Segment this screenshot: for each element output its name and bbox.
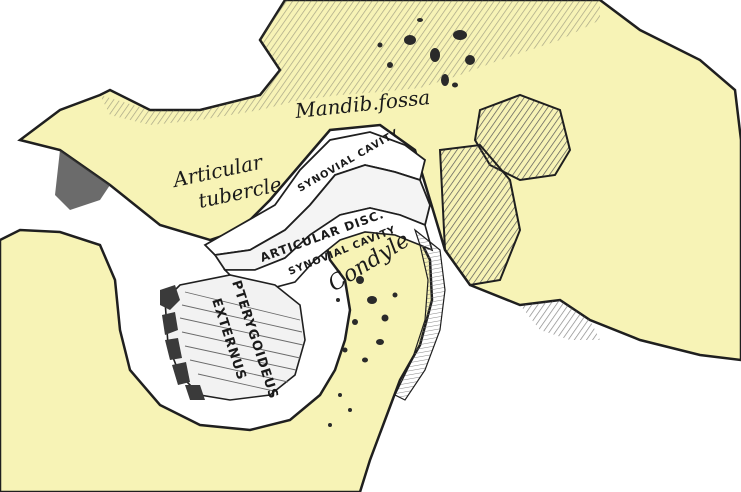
tmj-illustration: Mandib.fossa Articular tubercle SYNOVIAL…	[0, 0, 741, 492]
anatomical-figure: Mandib.fossa Articular tubercle SYNOVIAL…	[0, 0, 741, 492]
